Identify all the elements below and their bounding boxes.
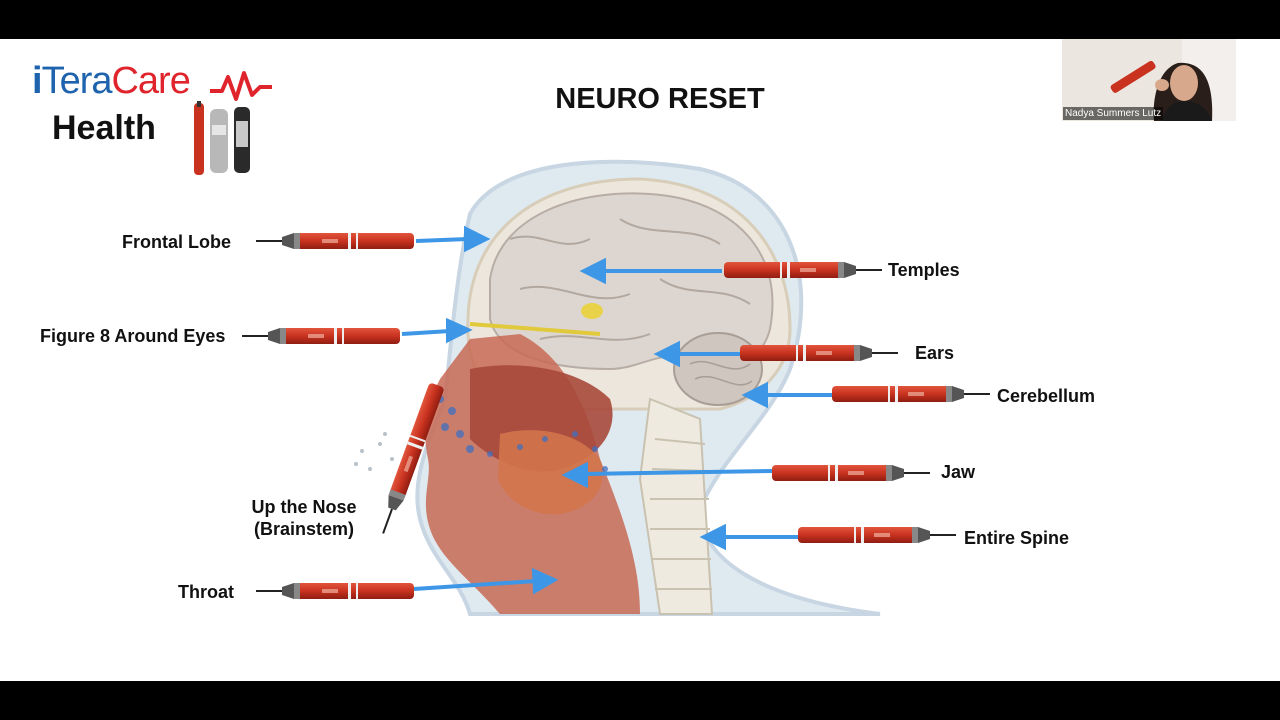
logo-tera: Tera (41, 60, 113, 102)
wand-spine (797, 526, 957, 544)
label-ears: Ears (915, 343, 955, 363)
device-products-icon (194, 101, 250, 175)
label-frontal-lobe: Frontal Lobe (122, 232, 231, 252)
head-anatomy-diagram (241, 159, 991, 616)
logo-care: Care (111, 60, 190, 102)
arrows (401, 225, 832, 595)
slide-title: NEURO RESET (555, 83, 765, 115)
wand-jaw (771, 464, 931, 482)
wand-ears (739, 344, 899, 362)
wand-temples (723, 261, 883, 279)
label-figure8: Figure 8 Around Eyes (40, 326, 226, 346)
label-throat: Throat (178, 582, 234, 602)
wand-throat (255, 582, 415, 600)
label-temples: Temples (888, 260, 960, 280)
label-spine: Entire Spine (964, 528, 1070, 548)
presentation-slide: iTeraCare Health NEURO RESET (0, 39, 1280, 681)
label-cerebellum: Cerebellum (997, 386, 1096, 406)
wand-figure8 (241, 327, 401, 345)
heartbeat-icon (210, 71, 272, 101)
participant-name: Nadya Summers Lutz (1063, 107, 1164, 120)
wand-cerebellum (831, 385, 991, 403)
logo-i: i (32, 60, 43, 102)
spine (638, 397, 714, 615)
label-nose: Up the Nose (Brainstem) (251, 497, 357, 539)
logo-health: Health (52, 109, 156, 147)
tongue (498, 430, 603, 515)
wand-frontal-lobe (255, 232, 415, 250)
brand-logo-text: iTeraCare (32, 60, 191, 102)
label-jaw: Jaw (941, 462, 976, 482)
participant-video-tile[interactable]: Nadya Summers Lutz (1062, 39, 1236, 121)
